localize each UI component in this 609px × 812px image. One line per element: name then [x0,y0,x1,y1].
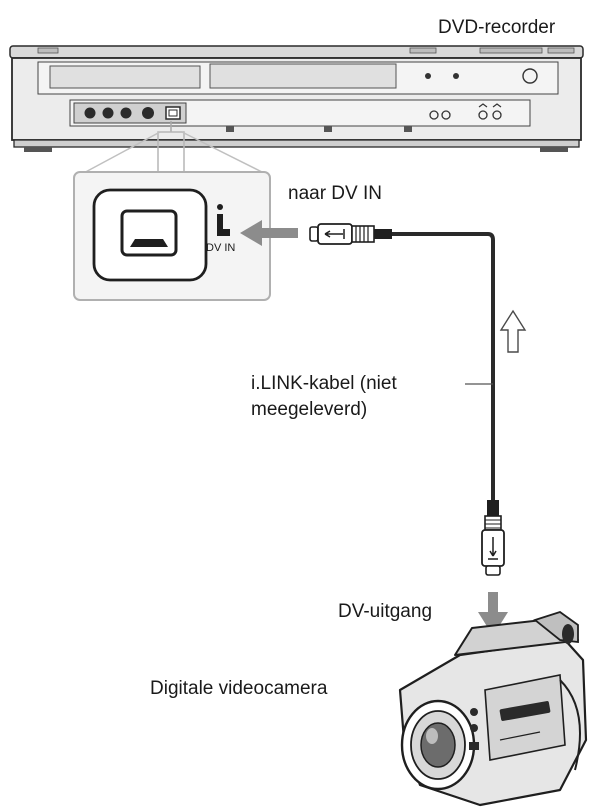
dv-in-zoom-callout [73,121,271,301]
port-dv-in-label: DV IN [206,242,236,254]
digital-video-camera [398,611,588,807]
dvd-recorder [9,45,584,152]
camera-label: Digitale videocamera [150,678,328,699]
arrow-left-icon [240,220,298,246]
naar-dv-in-label: naar DV IN [288,183,382,204]
cable-label-line2: meegeleverd) [251,399,368,420]
arrow-down-icon [478,592,508,636]
i-link-icon [217,204,230,236]
cable-label-line1: i.LINK-kabel (niet [251,373,397,394]
i-link-cable [309,223,505,576]
arrow-up-hollow-icon [499,309,527,353]
dv-uitgang-label: DV-uitgang [338,601,433,622]
dvd-recorder-label: DVD-recorder [438,17,556,38]
